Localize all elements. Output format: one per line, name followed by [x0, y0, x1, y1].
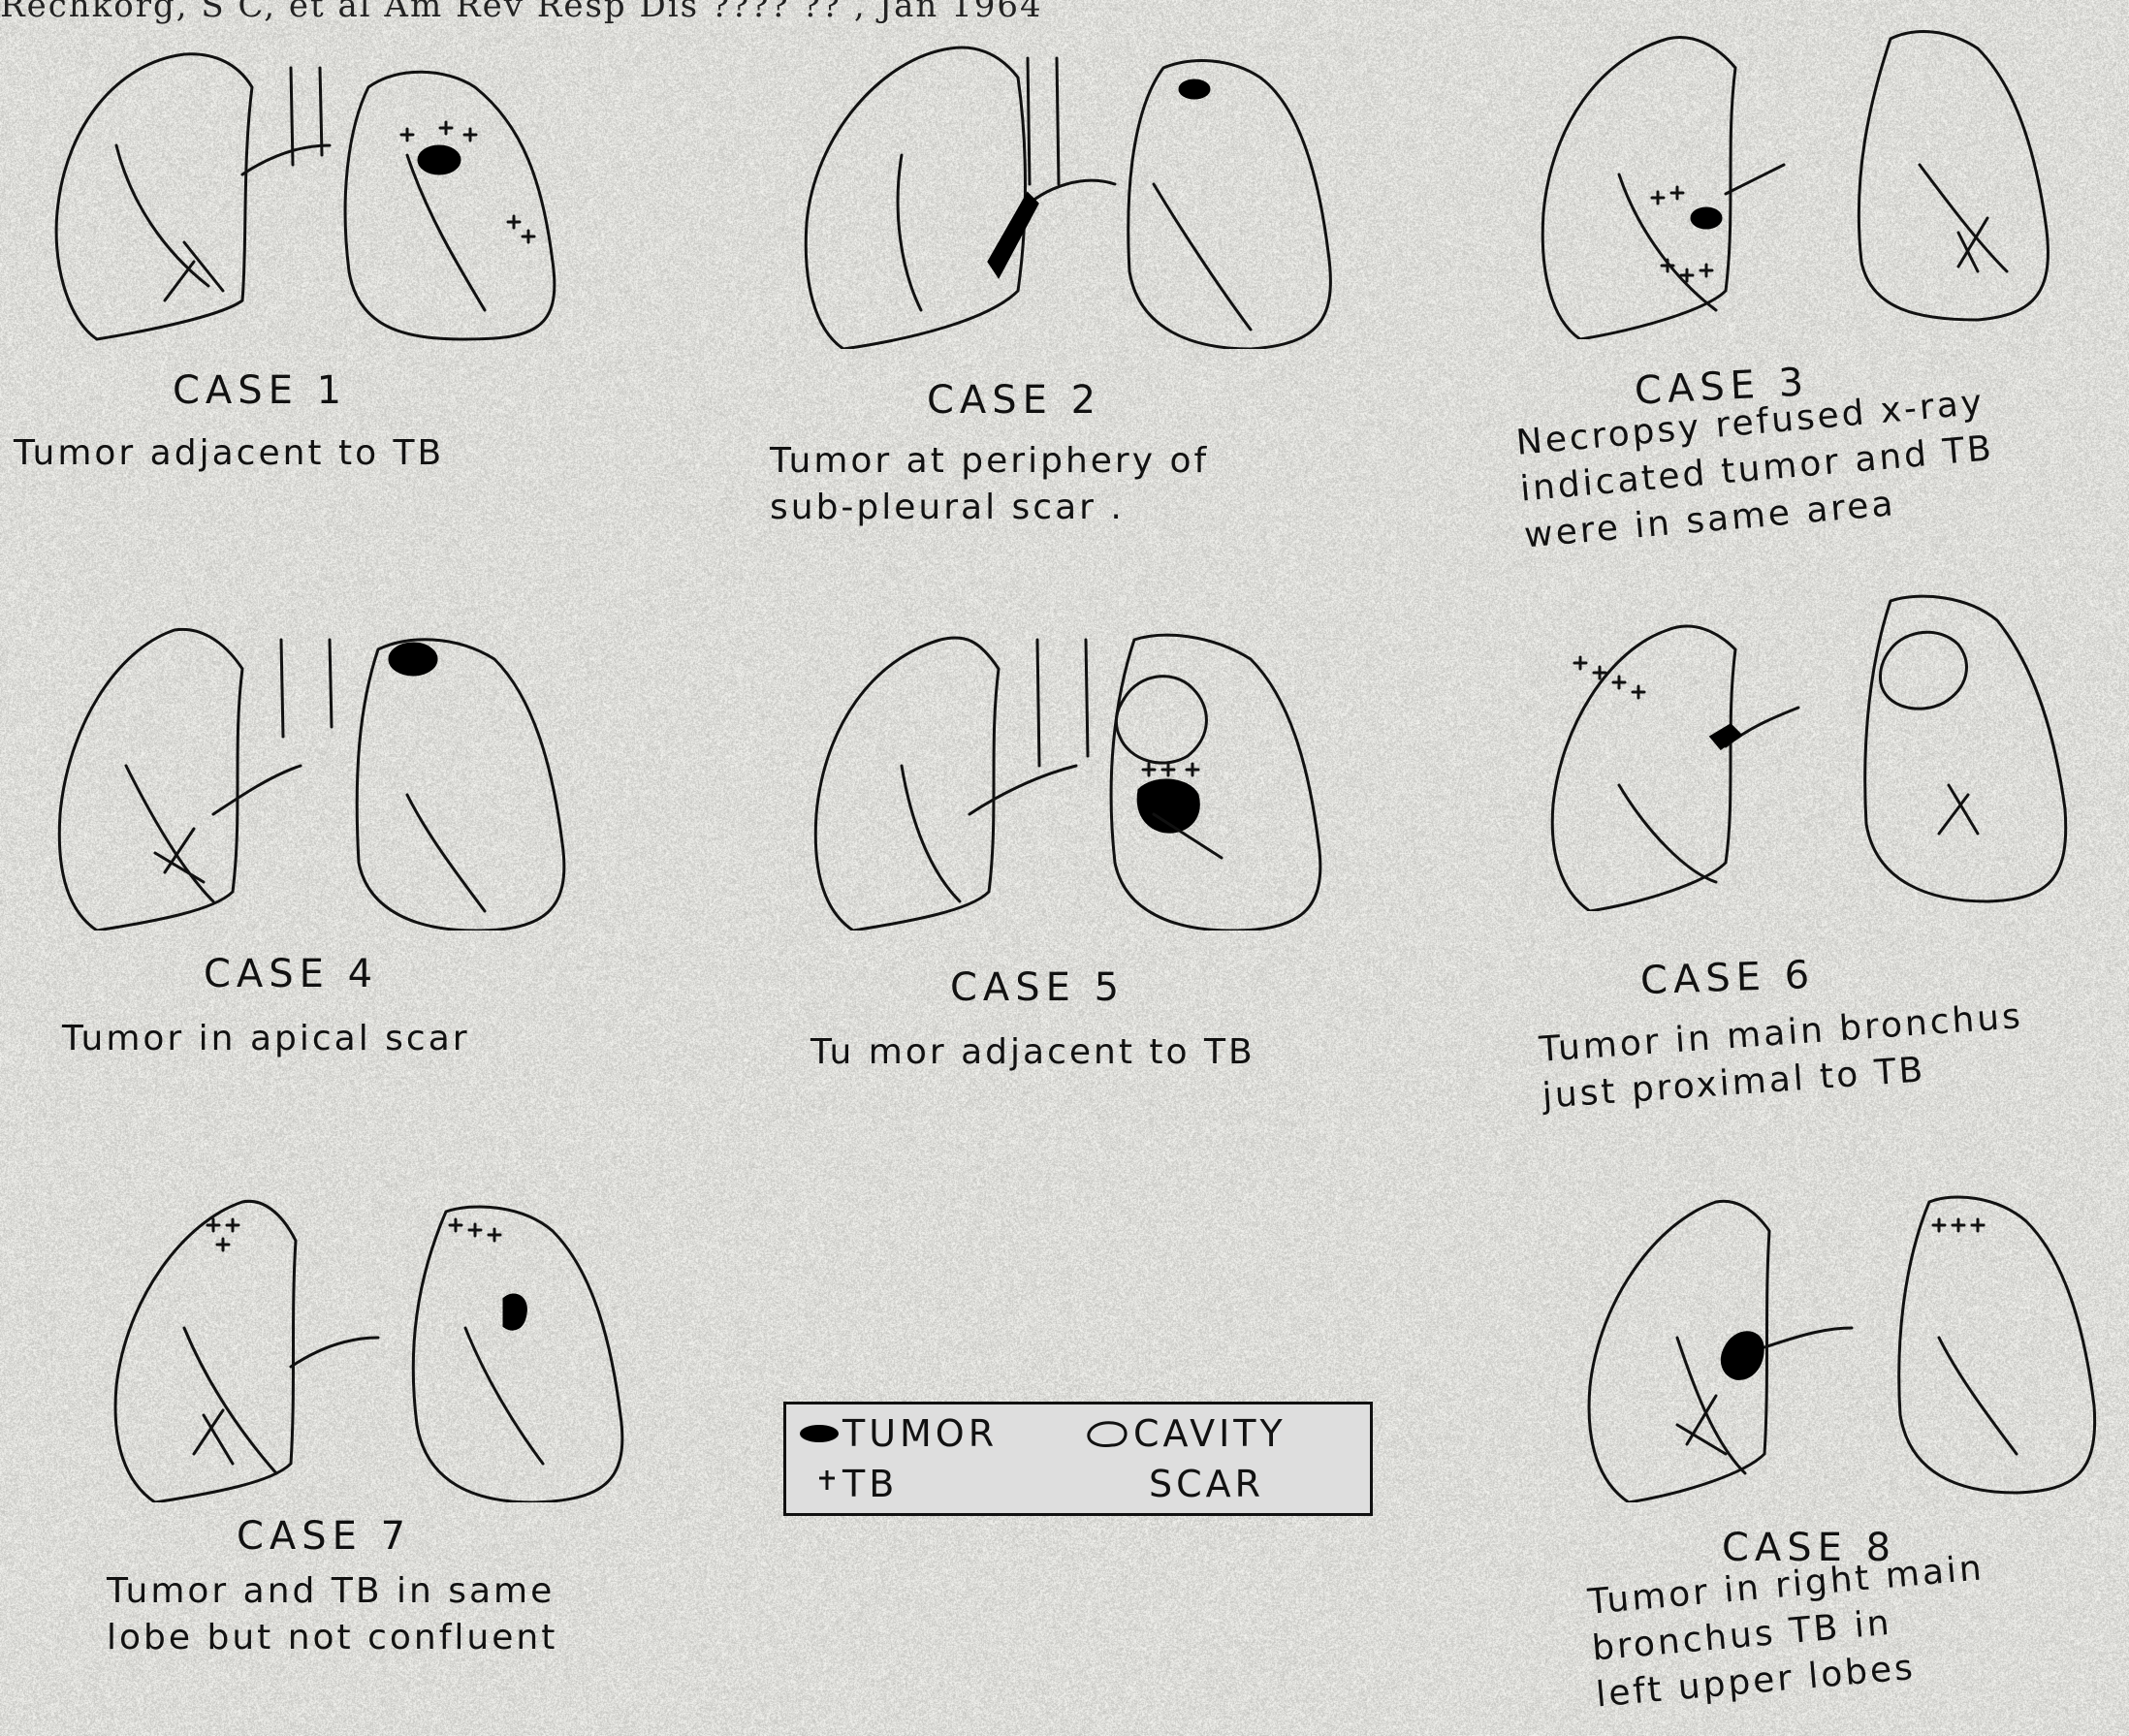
case-1-description: Tumor adjacent to TB: [14, 430, 444, 477]
case-3-lung-drawing: [1532, 19, 2075, 339]
case-7-title: CASE 7: [237, 1514, 411, 1559]
legend-scar-label: SCAR: [1149, 1463, 1264, 1505]
case-4-description: Tumor in apical scar: [62, 1016, 470, 1062]
case-5-title: CASE 5: [950, 965, 1125, 1010]
case-5-description: Tu mor adjacent to TB: [810, 1029, 1255, 1076]
legend-tb-label: TB: [842, 1463, 898, 1505]
tb-legend-icon: [815, 1468, 839, 1492]
case-7-description: Tumor and TB in same lobe but not conflu…: [107, 1568, 557, 1661]
legend-box: TUMOR CAVITY TB SCAR: [783, 1402, 1373, 1516]
legend-tumor-label: TUMOR: [842, 1412, 998, 1455]
case-5-lung-drawing: [805, 620, 1348, 931]
case-6-title: CASE 6: [1639, 953, 1816, 1003]
case-2-lung-drawing: [795, 39, 1338, 349]
tumor-legend-icon: [798, 1422, 841, 1445]
case-8-lung-drawing: [1571, 1183, 2113, 1502]
citation-header: Rechkorg, S C, et al Am Rev Resp Dis ???…: [0, 0, 1512, 25]
case-4-lung-drawing: [48, 620, 591, 931]
case-4-title: CASE 4: [204, 952, 378, 996]
cavity-legend-icon: [1083, 1416, 1131, 1451]
case-1-title: CASE 1: [173, 368, 347, 413]
case-7-lung-drawing: [97, 1192, 640, 1502]
case-1-lung-drawing: [39, 48, 582, 359]
case-6-lung-drawing: [1541, 591, 2084, 911]
legend-cavity-label: CAVITY: [1133, 1412, 1287, 1455]
case-2-title: CASE 2: [927, 378, 1101, 423]
case-2-description: Tumor at periphery of sub-pleural scar .: [770, 438, 1209, 531]
